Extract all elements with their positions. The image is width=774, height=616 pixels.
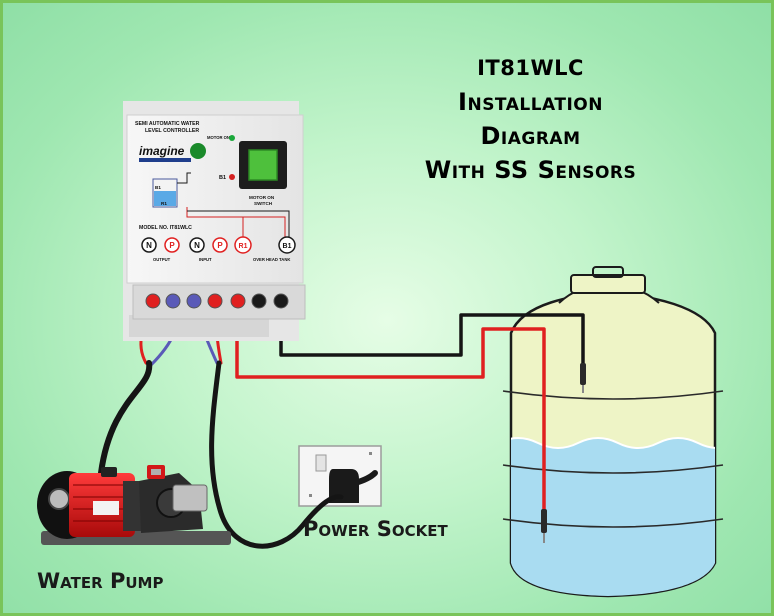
tank-lid-handle — [592, 266, 624, 278]
sensor-b1 — [580, 363, 586, 393]
terminal-input-p: P — [217, 241, 223, 250]
wire-r1 — [235, 305, 546, 513]
b1-led-label: B1 — [219, 175, 226, 181]
terminal-b1: B1 — [283, 243, 292, 250]
wire-pump — [98, 360, 153, 476]
title-diagram: Diagram — [480, 122, 581, 150]
screw-terminals — [145, 293, 289, 309]
title-model: IT81WLC — [477, 56, 584, 80]
mini-tank-b1: B1 — [155, 185, 161, 190]
terminal-r1: R1 — [239, 243, 248, 250]
wire-b1 — [279, 307, 585, 367]
water-pump — [37, 465, 231, 545]
power-socket-label: Power Socket — [303, 517, 448, 541]
group-overhead-label: OVER HEAD TANK — [253, 257, 290, 262]
model-number: MODEL NO. IT81WLC — [139, 225, 192, 231]
switch-label-2: SWITCH — [254, 201, 273, 206]
group-output-label: OUTPUT — [153, 257, 171, 262]
motor-on-led-label: MOTOR ON — [207, 135, 230, 140]
controller-heading-2: LEVEL CONTROLLER — [145, 128, 199, 134]
installation-diagram: SEMI AUTOMATIC WATER LEVEL CONTROLLER im… — [37, 101, 724, 598]
water-tank — [502, 266, 724, 598]
diagram-title: IT81WLC Installation Diagram With SS Sen… — [398, 51, 663, 187]
motor-on-led — [229, 135, 235, 141]
title-installation: Installation — [458, 88, 603, 116]
ss-sensors — [541, 363, 586, 543]
switch-label-1: MOTOR ON — [249, 195, 275, 200]
wire-power — [209, 360, 344, 549]
terminal-output-p: P — [169, 241, 175, 250]
brand-logo: imagine — [139, 144, 185, 158]
tank-water — [511, 437, 715, 596]
water-pump-label: Water Pump — [37, 569, 164, 593]
controller-heading-1: SEMI AUTOMATIC WATER — [135, 121, 200, 127]
terminal-output-n: N — [146, 241, 152, 250]
motor-on-switch[interactable] — [239, 141, 287, 189]
title-sensors: With SS Sensors — [424, 156, 637, 184]
mini-tank-r1: R1 — [161, 201, 167, 206]
socket-switch — [315, 454, 327, 472]
group-input-label: INPUT — [199, 257, 212, 262]
tank-lid — [570, 274, 646, 294]
terminal-input-n: N — [194, 241, 200, 250]
water-level-controller: SEMI AUTOMATIC WATER LEVEL CONTROLLER im… — [123, 101, 306, 341]
sensor-r1 — [541, 509, 547, 543]
b1-led — [229, 174, 235, 180]
